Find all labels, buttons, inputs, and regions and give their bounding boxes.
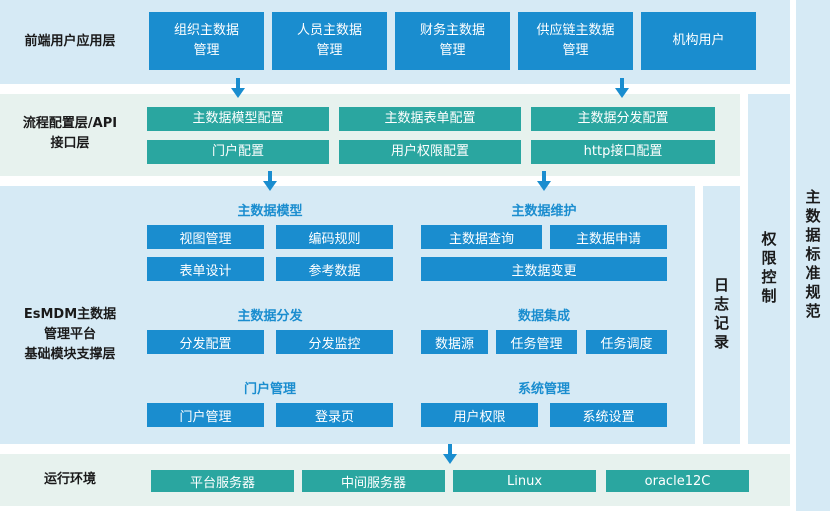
process-box-http-config: http接口配置 [531,140,715,164]
frontend-box-finance: 财务主数据 管理 [395,12,510,70]
distribute-item-config: 分发配置 [147,330,264,354]
frontend-box-supply: 供应链主数据 管理 [518,12,633,70]
frontend-box-staff-line2: 管理 [316,43,343,58]
frontend-layer-label: 前端用户应用层 [24,34,116,49]
permission-column-label: 权限控制 [759,231,778,307]
frontend-box-finance-line2: 管理 [439,43,466,58]
process-layer-label-line1: 流程配置层/API [22,116,118,131]
model-item-view: 视图管理 [147,225,264,249]
integration-item-task-manage: 任务管理 [496,330,577,354]
process-box-portal-config: 门户配置 [147,140,329,164]
esmdm-layer-label: EsMDM主数据 管理平台 基础模块支撑层 [0,302,140,368]
standard-column-label: 主数据标准规范 [803,189,822,322]
arrow-down-icon [263,171,277,191]
esmdm-layer-label-line2: 管理平台 [43,327,96,342]
model-item-form-design: 表单设计 [147,257,264,281]
frontend-box-staff-line1: 人员主数据 [296,23,362,38]
distribute-item-monitor: 分发监控 [276,330,393,354]
section-title-integration: 数据集成 [517,309,570,324]
permission-column [748,94,790,444]
arrow-down-icon [443,444,457,464]
portal-item-login-page: 登录页 [276,403,393,427]
section-title-distribute: 主数据分发 [237,309,303,324]
arrow-down-icon [537,171,551,191]
log-column-label: 日志记录 [712,277,730,353]
maintain-item-change: 主数据变更 [421,257,667,281]
section-title-portal: 门户管理 [243,382,296,397]
integration-item-task-schedule: 任务调度 [586,330,667,354]
frontend-box-org: 组织主数据 管理 [149,12,264,70]
runtime-layer-label: 运行环境 [43,472,96,487]
frontend-box-org-user: 机构用户 [641,12,756,70]
model-item-reference-data: 参考数据 [276,257,393,281]
arrow-down-icon [231,78,245,98]
section-title-maintain: 主数据维护 [511,204,577,219]
process-box-permission-config: 用户权限配置 [339,140,521,164]
process-box-model-config: 主数据模型配置 [147,107,329,131]
standard-column [796,0,830,511]
maintain-item-query: 主数据查询 [421,225,542,249]
process-layer-label: 流程配置层/API 接口层 [0,112,140,156]
process-box-distribute-config: 主数据分发配置 [531,107,715,131]
esmdm-layer-label-line3: 基础模块支撑层 [24,347,116,362]
system-item-user-permission: 用户权限 [421,403,538,427]
frontend-box-org-line1: 组织主数据 [173,23,239,38]
runtime-box-middle-server: 中间服务器 [302,470,445,492]
frontend-box-org-line2: 管理 [193,43,220,58]
section-title-system: 系统管理 [517,382,570,397]
portal-item-manage: 门户管理 [147,403,264,427]
frontend-box-finance-line1: 财务主数据 [419,23,485,38]
system-item-settings: 系统设置 [550,403,667,427]
section-title-model: 主数据模型 [237,204,303,219]
process-layer-label-line2: 接口层 [50,136,90,151]
runtime-box-platform-server: 平台服务器 [151,470,294,492]
frontend-box-supply-line2: 管理 [562,43,589,58]
integration-item-datasource: 数据源 [421,330,488,354]
frontend-box-supply-line1: 供应链主数据 [536,23,615,38]
frontend-box-org-user-line1: 机构用户 [672,33,725,48]
log-column [703,186,740,444]
model-item-code-rule: 编码规则 [276,225,393,249]
runtime-box-linux: Linux [453,470,596,492]
esmdm-layer-label-line1: EsMDM主数据 [23,307,117,322]
process-box-form-config: 主数据表单配置 [339,107,521,131]
arrow-down-icon [615,78,629,98]
frontend-box-staff: 人员主数据 管理 [272,12,387,70]
maintain-item-apply: 主数据申请 [550,225,667,249]
runtime-box-oracle: oracle12C [606,470,749,492]
